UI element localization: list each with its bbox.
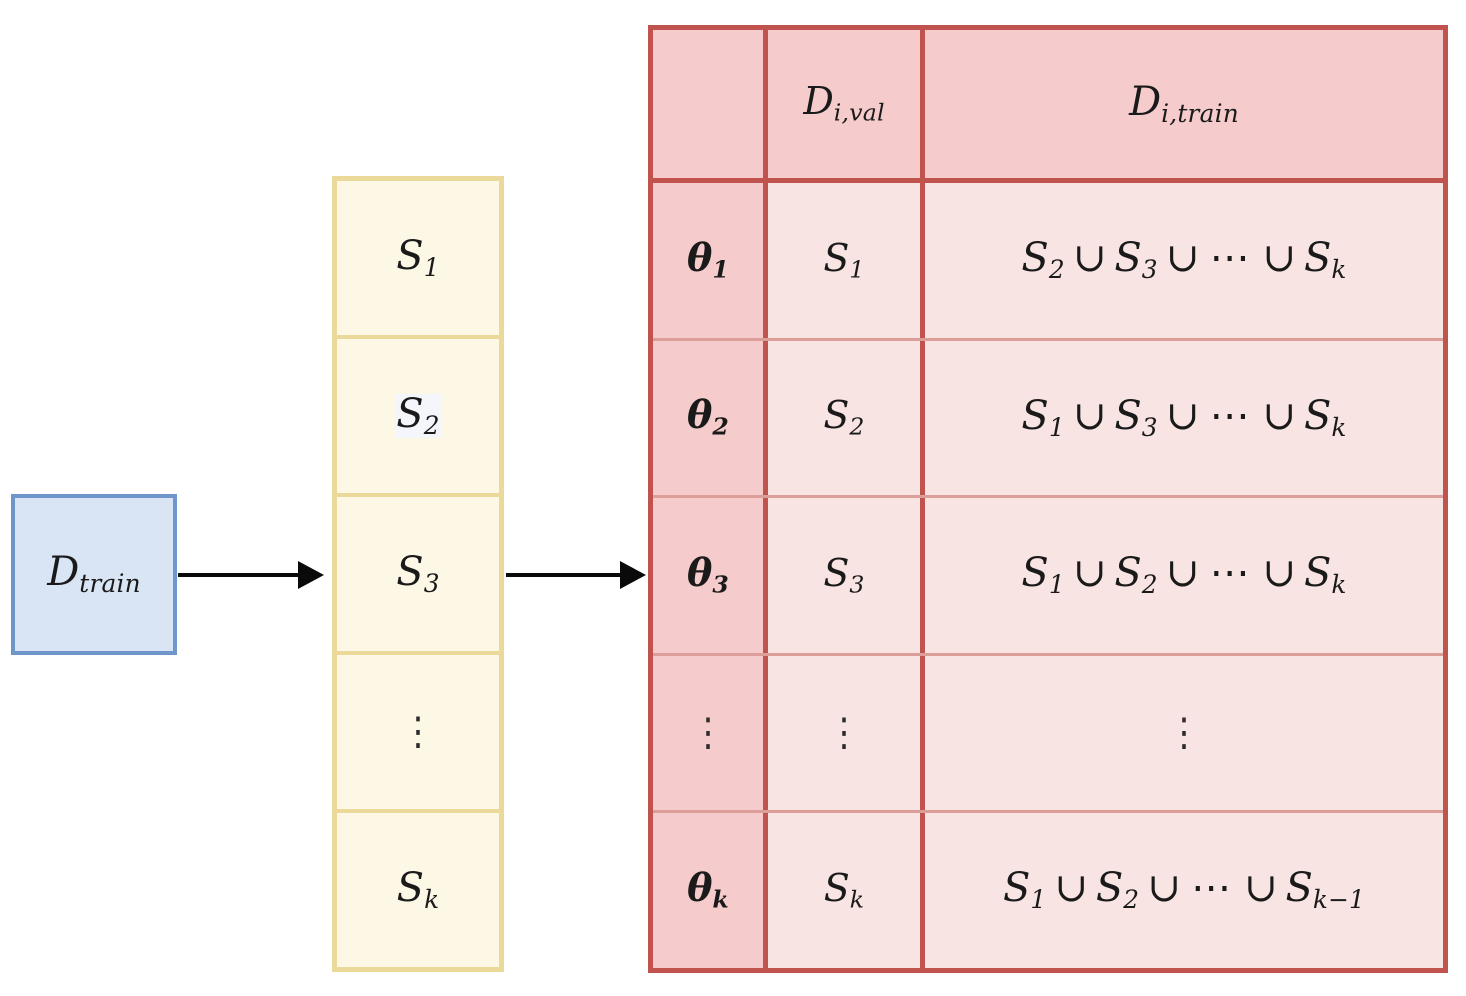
cell-validation-fold: S1 <box>768 183 925 338</box>
cell-theta: θ3 <box>653 498 768 653</box>
header-cell-theta <box>653 30 768 178</box>
fold-label: Sk <box>396 864 440 914</box>
validation-fold-label: Sk <box>823 866 865 914</box>
cross-validation-table: Di,val Di,train θ1 S1 S2∪S3∪⋯∪Sk θ2 S2 <box>648 25 1448 973</box>
header-validation-label: Di,val <box>803 79 885 128</box>
validation-fold-label: S3 <box>823 550 865 599</box>
header-cell-validation: Di,val <box>768 30 925 178</box>
arrow-shaft <box>178 573 302 577</box>
cell-training-folds: S2∪S3∪⋯∪Sk <box>925 183 1443 338</box>
cell-validation-ellipsis: ⋮ <box>768 655 925 811</box>
training-folds-label: S1∪S2∪⋯∪Sk−1 <box>1002 865 1366 915</box>
vertical-dots-icon: ⋮ <box>691 709 725 756</box>
training-folds-label: S1∪S3∪⋯∪Sk <box>1021 392 1347 442</box>
table-row-ellipsis: ⋮ ⋮ ⋮ <box>653 655 1443 814</box>
arrow-folds-to-table-icon <box>506 561 648 589</box>
source-dataset-label: Dtrain <box>47 549 141 599</box>
fold-cell: S3 <box>337 497 499 655</box>
theta-label: θ1 <box>687 234 729 284</box>
arrow-head <box>620 561 646 589</box>
cell-theta: θ1 <box>653 183 768 338</box>
arrow-source-to-folds-icon <box>178 561 326 589</box>
table-row: θ2 S2 S1∪S3∪⋯∪Sk <box>653 340 1443 499</box>
header-cell-training: Di,train <box>925 30 1443 178</box>
cell-training-folds: S1∪S2∪⋯∪Sk <box>925 498 1443 653</box>
folds-column: S1 S2 S3 ⋮ Sk <box>332 176 504 972</box>
fold-label: S2 <box>395 390 441 440</box>
training-folds-label: S2∪S3∪⋯∪Sk <box>1021 234 1347 284</box>
training-folds-label: S1∪S2∪⋯∪Sk <box>1021 550 1347 600</box>
fold-label: S1 <box>396 232 440 282</box>
arrow-shaft <box>506 573 624 577</box>
validation-fold-label: S1 <box>823 235 865 284</box>
cell-theta-ellipsis: ⋮ <box>653 655 768 811</box>
cell-validation-fold: S3 <box>768 498 925 653</box>
fold-label: S3 <box>396 548 440 598</box>
arrow-head <box>298 561 324 589</box>
theta-label: θ2 <box>687 392 729 441</box>
fold-cell: Sk <box>337 813 499 967</box>
cell-validation-fold: Sk <box>768 813 925 968</box>
vertical-dots-icon: ⋮ <box>827 709 861 756</box>
validation-fold-label: S2 <box>823 393 865 441</box>
table-row: θk Sk S1∪S2∪⋯∪Sk−1 <box>653 813 1443 968</box>
fold-cell-ellipsis: ⋮ <box>337 655 499 813</box>
source-dataset-box: Dtrain <box>11 494 177 655</box>
table-row: θ3 S3 S1∪S2∪⋯∪Sk <box>653 498 1443 656</box>
cell-training-folds: S1∪S3∪⋯∪Sk <box>925 341 1443 496</box>
cell-training-folds: S1∪S2∪⋯∪Sk−1 <box>925 813 1443 968</box>
header-training-label: Di,train <box>1129 78 1239 128</box>
cell-theta: θk <box>653 813 768 968</box>
vertical-dots-icon: ⋮ <box>1167 709 1201 756</box>
theta-label: θ3 <box>687 549 729 599</box>
fold-cell: S1 <box>337 181 499 339</box>
cell-training-ellipsis: ⋮ <box>925 656 1443 811</box>
vertical-dots-icon: ⋮ <box>401 708 435 755</box>
cell-theta: θ2 <box>653 340 768 496</box>
theta-label: θk <box>687 865 729 914</box>
table-row: θ1 S1 S2∪S3∪⋯∪Sk <box>653 183 1443 341</box>
cell-validation-fold: S2 <box>768 340 925 496</box>
fold-cell: S2 <box>337 339 499 497</box>
table-header-row: Di,val Di,train <box>653 30 1443 183</box>
